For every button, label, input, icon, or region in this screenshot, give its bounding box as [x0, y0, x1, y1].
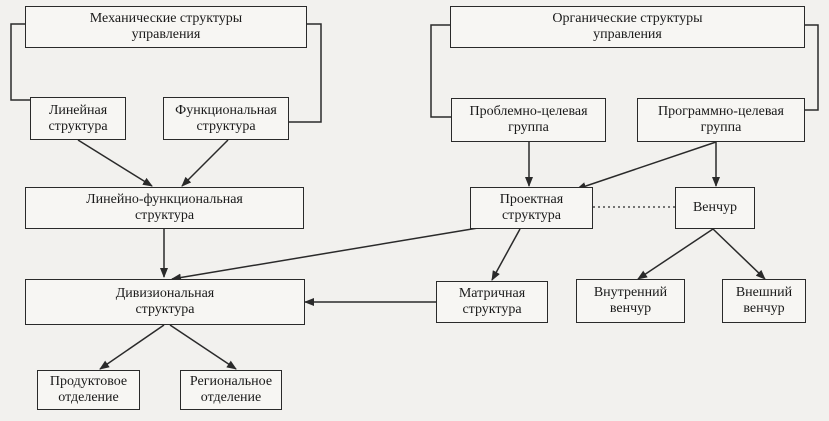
node-venture: Венчур — [675, 187, 755, 229]
node-project-line-1: Проектная — [499, 192, 564, 207]
bracket-mech-linear — [10, 23, 30, 101]
node-matrix-line-2: структура — [462, 302, 522, 317]
node-product: Продуктовое отделение — [37, 370, 140, 410]
node-functional-line-1: Функциональная — [175, 102, 277, 118]
node-inner-venture-line-2: венчур — [609, 301, 652, 316]
node-project-line-2: структура — [501, 208, 562, 223]
node-linfunc: Линейно-функциональная структура — [25, 187, 304, 229]
node-problem: Проблемно-целевая группа — [451, 98, 606, 142]
bracket-org-program — [805, 24, 819, 111]
node-regional: Региональное отделение — [180, 370, 282, 410]
node-linear: Линейная структура — [30, 97, 126, 140]
node-outer-venture-line-1: Внешний — [735, 285, 793, 300]
node-outer-venture: Внешний венчур — [722, 279, 806, 323]
node-outer-venture-line-2: венчур — [743, 301, 785, 316]
node-mech: Механические структуры управления — [25, 6, 307, 48]
node-divisional: Дивизиональная структура — [25, 279, 305, 325]
arrow-functional-to-linfunc — [181, 139, 229, 187]
arrow-divisional-to-product — [99, 324, 165, 370]
arrow-project-to-matrix — [491, 228, 521, 281]
node-program-line-2: группа — [700, 120, 742, 135]
arrow-venture-to-inner — [637, 228, 714, 280]
node-divisional-line-1: Дивизиональная — [115, 286, 215, 301]
node-functional: Функциональная структура — [163, 97, 289, 140]
node-program: Программно-целевая группа — [637, 98, 805, 142]
node-linear-line-1: Линейная — [48, 102, 108, 118]
node-product-line-2: отделение — [58, 390, 119, 405]
node-mech-line-2: управления — [131, 27, 201, 42]
node-problem-line-2: группа — [508, 120, 549, 135]
arrow-linear-to-linfunc — [77, 139, 153, 187]
node-regional-line-2: отделение — [200, 390, 262, 405]
arrow-venture-to-outer — [712, 228, 766, 280]
node-functional-line-2: структура — [196, 118, 256, 134]
node-program-line-1: Программно-целевая — [658, 104, 784, 119]
node-venture-line-1: Венчур — [692, 200, 738, 215]
node-linfunc-line-2: структура — [134, 208, 195, 223]
node-regional-line-1: Региональное — [189, 374, 273, 389]
node-linear-line-2: структура — [48, 118, 108, 134]
node-matrix: Матричная структура — [436, 281, 548, 323]
node-org-line-2: управления — [593, 27, 662, 42]
arrow-project-to-divisional — [171, 225, 491, 282]
node-divisional-line-2: структура — [135, 302, 195, 317]
node-inner-venture: Внутренний венчур — [576, 279, 685, 323]
bracket-org-problem — [430, 24, 451, 118]
arrow-divisional-to-regional — [169, 324, 237, 370]
node-org: Органические структуры управления — [450, 6, 805, 48]
node-org-line-1: Органические структуры — [552, 11, 703, 26]
node-product-line-1: Продуктовое — [49, 374, 128, 389]
node-inner-venture-line-1: Внутренний — [593, 285, 668, 300]
node-project: Проектная структура — [470, 187, 593, 229]
node-mech-line-1: Механические структуры — [89, 11, 243, 26]
bracket-mech-functional — [289, 23, 322, 123]
arrow-program-to-project — [576, 141, 717, 190]
node-linfunc-line-1: Линейно-функциональная — [86, 192, 243, 207]
node-matrix-line-1: Матричная — [458, 286, 526, 301]
node-problem-line-1: Проблемно-целевая — [469, 104, 588, 119]
